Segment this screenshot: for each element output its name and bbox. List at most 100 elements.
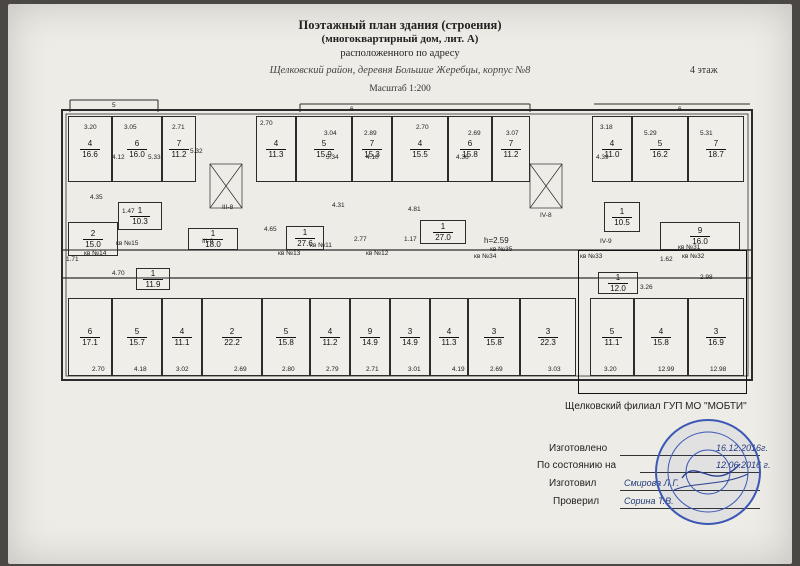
room-number: 7: [362, 140, 382, 150]
room-number: 5: [276, 328, 296, 338]
state-value: 12.06.2016 г.: [716, 460, 771, 470]
room-number: 1: [612, 208, 632, 218]
dimension-label: 4.70: [112, 270, 125, 277]
room-area: 15.8: [653, 338, 669, 347]
room-area: 10.5: [614, 218, 630, 227]
made-line: [620, 455, 760, 456]
dimension-label: 2.70: [416, 124, 429, 131]
apartment-number-label: кв №33: [580, 253, 603, 260]
official-stamp: [655, 419, 761, 525]
room-number: 2: [222, 328, 242, 338]
room-number: 6: [460, 140, 480, 150]
stair-label: IV-9: [600, 238, 612, 245]
dimension-label: 2.77: [354, 236, 367, 243]
room-number: 6: [127, 140, 147, 150]
room-area: 15.5: [412, 150, 428, 159]
dimension-label: 12.99: [658, 366, 675, 373]
dimension-label: 3.07: [506, 130, 519, 137]
room-area: 15.9: [316, 150, 332, 159]
dimension-label: 2.79: [326, 366, 339, 373]
room-number: 6: [80, 328, 100, 338]
room-area: 27.0: [435, 233, 451, 242]
dimension-label: 4.12: [112, 154, 125, 161]
dimension-label: 2.80: [282, 366, 295, 373]
room-outline: [286, 226, 324, 250]
apartment-number-label: кв №13: [278, 250, 301, 257]
room-number: 4: [80, 140, 100, 150]
room-outline: [520, 298, 576, 376]
dimension-label: 4.19: [452, 366, 465, 373]
room-number: 7: [706, 140, 726, 150]
checked-line: [620, 508, 760, 509]
dimension-label: 5.33: [148, 154, 161, 161]
room-number: 3: [400, 328, 420, 338]
dimension-label: 2.98: [700, 274, 713, 281]
room-number: 9: [690, 227, 710, 237]
document-sheet: [8, 4, 792, 564]
room-area: 17.1: [82, 338, 98, 347]
dimension-label: 3.04: [324, 130, 337, 137]
dimension-label: 5.31: [700, 130, 713, 137]
dimension-label: 5.32: [190, 148, 203, 155]
top-dim-right: 6: [678, 106, 682, 113]
made-by-value: Смирова Л.Г.: [624, 478, 679, 488]
top-dim-left: 5: [112, 102, 116, 109]
dimension-label: 2.70: [260, 120, 273, 127]
dimension-label: 3.01: [408, 366, 421, 373]
organization-name: Щелковский филиал ГУП МО "МОБТИ": [565, 401, 747, 412]
dimension-label: 3.26: [640, 284, 653, 291]
room-area: 11.9: [145, 280, 161, 289]
room-area: 11.2: [171, 150, 187, 159]
dimension-label: 2.70: [92, 366, 105, 373]
highlight-frame: [578, 250, 747, 394]
made-by-line: [620, 490, 760, 491]
dimension-label: 3.20: [604, 366, 617, 373]
room-area: 22.3: [540, 338, 556, 347]
room-area: 15.3: [364, 150, 380, 159]
stair-left: [209, 163, 243, 209]
dimension-label: 2.71: [172, 124, 185, 131]
room-area: 15.8: [462, 150, 478, 159]
dimension-label: 12.98: [710, 366, 727, 373]
room-area: 11.3: [268, 150, 284, 159]
dimension-label: 2.69: [234, 366, 247, 373]
room-area: 18.0: [205, 240, 221, 249]
room-number: 4: [172, 328, 192, 338]
room-area: 11.1: [174, 338, 190, 347]
room-number: 1: [203, 230, 223, 240]
room-number: 5: [602, 328, 622, 338]
apartment-number-label: кв №12: [366, 250, 389, 257]
apartment-number-label: кв №32: [682, 253, 705, 260]
room-number: 4: [651, 328, 671, 338]
dimension-label: 5.34: [326, 154, 339, 161]
room-number: 4: [266, 140, 286, 150]
made-label: Изготовлено: [549, 443, 608, 454]
room-number: 1: [433, 223, 453, 233]
stair-label: III-9: [202, 238, 214, 245]
made-by-label: Изготовил: [549, 478, 597, 489]
room-number: 1: [295, 229, 315, 239]
stair-label: IV-8: [540, 212, 552, 219]
floor-label: 4 этаж: [690, 65, 718, 76]
